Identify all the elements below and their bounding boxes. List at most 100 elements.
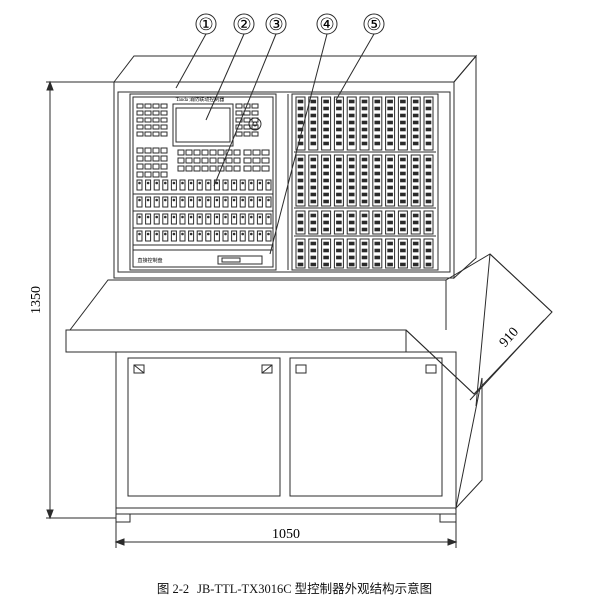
indicator-key — [160, 103, 168, 109]
direct-control-switch — [239, 213, 246, 225]
figure-title: JB-TTL-TX3016C 型控制器外观结构示意图 — [197, 582, 433, 596]
lower-cabinet-side — [455, 377, 483, 510]
control-key — [243, 157, 252, 164]
module-slot — [346, 238, 357, 269]
direct-control-switch — [231, 179, 238, 191]
module-slot — [346, 96, 357, 151]
indicator-key — [251, 124, 259, 130]
direct-control-switch — [162, 179, 169, 191]
upper-cabinet-bezel — [117, 91, 451, 273]
module-slot — [359, 154, 370, 207]
direct-control-switch — [205, 196, 212, 208]
callout-4: ④ — [319, 15, 334, 34]
function-key — [136, 163, 144, 170]
direct-control-switch — [188, 230, 195, 242]
direct-control-switch — [153, 179, 160, 191]
module-slot — [333, 210, 344, 235]
indicator-key — [136, 110, 144, 116]
function-key — [160, 155, 168, 162]
direct-control-switch — [136, 230, 143, 242]
callout-leader — [335, 33, 375, 101]
direct-control-switch — [213, 213, 220, 225]
direct-control-switch — [179, 179, 186, 191]
direct-control-switch — [196, 213, 203, 225]
callout-3: ③ — [268, 15, 283, 34]
indicator-key — [136, 117, 144, 123]
control-key — [252, 157, 261, 164]
callout-2: ② — [236, 15, 251, 34]
keypad-key — [209, 165, 217, 172]
right-door-lock-2 — [425, 364, 437, 374]
keypad-key — [217, 165, 225, 172]
direct-control-switch — [239, 179, 246, 191]
indicator-key — [235, 103, 243, 109]
direct-control-switch — [136, 213, 143, 225]
direct-control-switch — [265, 213, 272, 225]
brand-text: Tanda 消防联动控制器 — [176, 96, 224, 103]
keypad-key — [201, 165, 209, 172]
direct-control-switch — [205, 213, 212, 225]
function-key — [160, 171, 168, 178]
function-key — [160, 147, 168, 154]
callout-5: ⑤ — [366, 15, 381, 34]
direct-control-switch — [256, 230, 263, 242]
desk-edge — [405, 329, 475, 395]
keypad-key — [177, 157, 185, 164]
keypad-key — [209, 149, 217, 156]
indicator-key — [251, 131, 259, 137]
function-key — [152, 147, 160, 154]
indicator-key — [235, 131, 243, 137]
keypad-key — [185, 149, 193, 156]
module-slot — [397, 238, 408, 269]
left-door — [127, 357, 281, 497]
right-door — [289, 357, 443, 497]
direct-control-switch — [222, 213, 229, 225]
module-slot — [333, 96, 344, 151]
module-slot — [346, 154, 357, 207]
lcd-screen — [175, 107, 231, 143]
direct-control-switch — [153, 196, 160, 208]
direct-control-switch — [265, 179, 272, 191]
module-slot — [359, 238, 370, 269]
indicator-key — [251, 110, 259, 116]
cabinet-drawing — [46, 13, 553, 548]
module-slot — [423, 210, 434, 235]
direct-control-switch — [265, 230, 272, 242]
printer-slot — [217, 255, 263, 265]
indicator-key — [144, 110, 152, 116]
control-key — [252, 149, 261, 156]
figure-number: 图 2-2 — [156, 582, 190, 596]
module-slot — [359, 96, 370, 151]
direct-control-switch — [231, 230, 238, 242]
direct-control-switch — [145, 213, 152, 225]
module-slot — [385, 154, 396, 207]
direct-control-switch — [162, 213, 169, 225]
indicator-key — [235, 117, 243, 123]
direct-control-switch — [205, 179, 212, 191]
direct-control-switch — [153, 230, 160, 242]
module-slot — [359, 210, 370, 235]
direct-control-switch — [196, 230, 203, 242]
indicator-key — [136, 131, 144, 137]
callout-leader — [213, 33, 277, 187]
module-slot — [423, 96, 434, 151]
module-slot — [385, 210, 396, 235]
direct-control-switch — [213, 230, 220, 242]
module-slot — [333, 238, 344, 269]
indicator-key — [144, 124, 152, 130]
direct-control-switch — [265, 196, 272, 208]
left-panel-inner — [132, 96, 274, 268]
direct-control-switch — [231, 213, 238, 225]
module-slot — [295, 210, 306, 235]
lcd-screen-bezel — [172, 103, 234, 147]
module-slot — [397, 154, 408, 207]
direct-control-switch — [213, 196, 220, 208]
direct-control-switch — [162, 196, 169, 208]
function-key — [144, 171, 152, 178]
indicator-key — [144, 103, 152, 109]
key-switch-icon — [248, 117, 262, 131]
module-slot — [372, 154, 383, 207]
direct-control-switch — [248, 179, 255, 191]
keypad-key — [177, 165, 185, 172]
direct-control-switch — [179, 230, 186, 242]
